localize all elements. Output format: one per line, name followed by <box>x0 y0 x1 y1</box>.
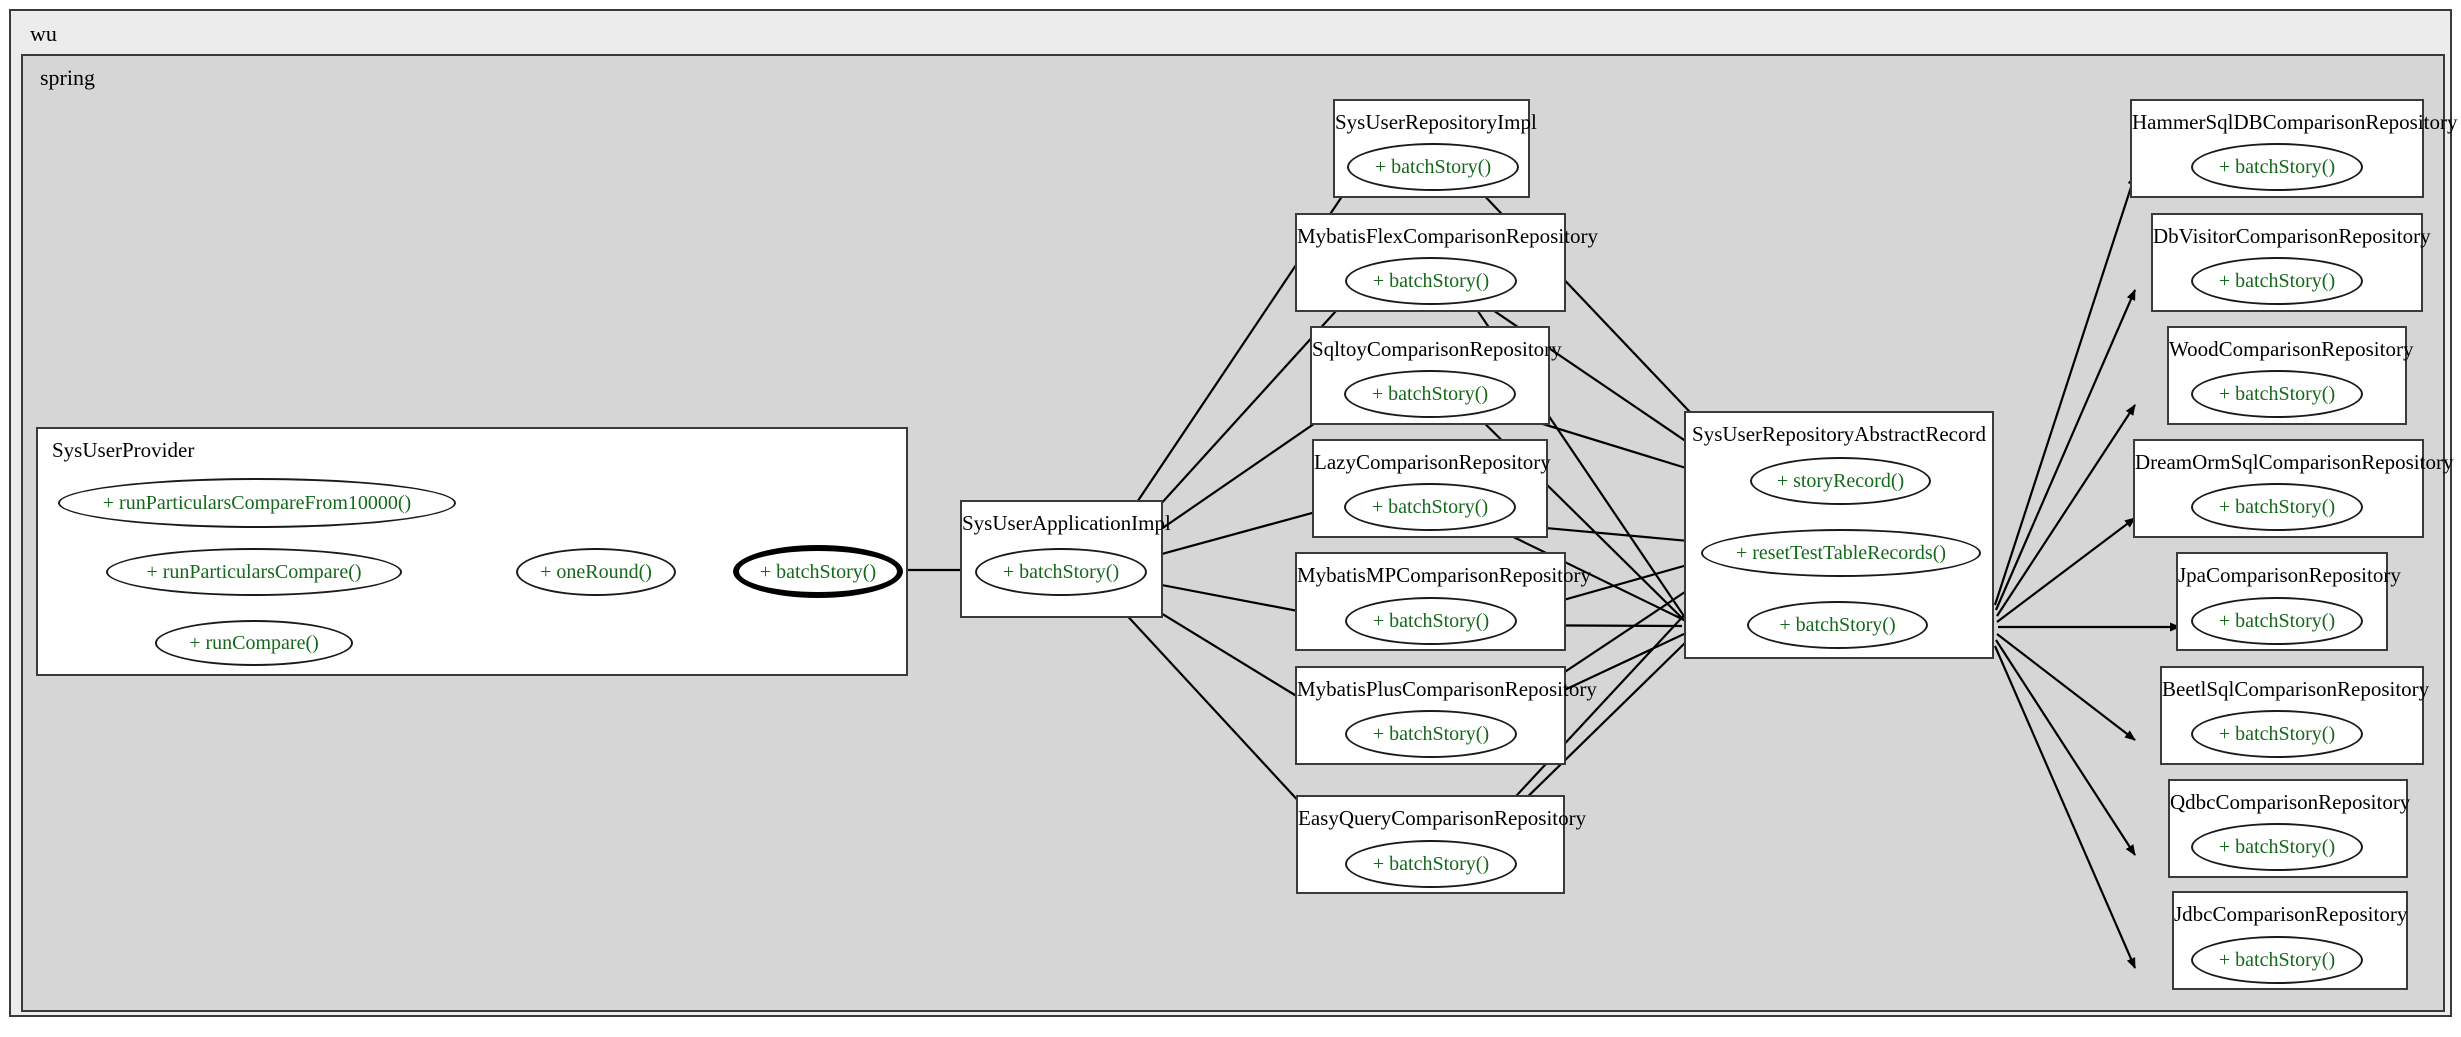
node-qdbc-comparison-repository-title: QdbcComparisonRepository <box>2170 790 2411 814</box>
method-reset-test-table-records[interactable]: + resetTestTableRecords() <box>1701 529 1981 577</box>
method-label: + batchStory() <box>1372 270 1490 292</box>
node-easy-query-comparison-repository-title: EasyQueryComparisonRepository <box>1298 806 1587 830</box>
method-label: + oneRound() <box>540 561 652 583</box>
method-run-compare[interactable]: + runCompare() <box>155 620 353 666</box>
method-label: + runParticularsCompare() <box>146 561 362 583</box>
method-batch-story-mybatis-plus[interactable]: + batchStory() <box>1345 710 1517 758</box>
node-sys-user-repository-impl-title: SysUserRepositoryImpl <box>1335 110 1537 134</box>
method-batch-story-abstract-record[interactable]: + batchStory() <box>1747 601 1928 649</box>
method-batch-story-easy-query[interactable]: + batchStory() <box>1345 840 1517 888</box>
method-batch-story-jpa[interactable]: + batchStory() <box>2191 597 2363 645</box>
node-sys-user-provider-title: SysUserProvider <box>52 438 195 462</box>
method-label: + batchStory() <box>1002 561 1120 583</box>
node-wood-comparison-repository-title: WoodComparisonRepository <box>2169 337 2414 361</box>
method-label: + storyRecord() <box>1776 470 1905 492</box>
node-mybatis-plus-comparison-repository-title: MybatisPlusComparisonRepository <box>1297 677 1597 701</box>
method-label: + batchStory() <box>2218 270 2336 292</box>
method-label: + batchStory() <box>2218 723 2336 745</box>
method-label: + batchStory() <box>2218 383 2336 405</box>
node-dream-orm-sql-comparison-repository-title: DreamOrmSqlComparisonRepository <box>2135 450 2454 474</box>
method-batch-story-mybatis-mp[interactable]: + batchStory() <box>1345 597 1517 645</box>
method-batch-story-jdbc[interactable]: + batchStory() <box>2191 936 2363 984</box>
method-story-record[interactable]: + storyRecord() <box>1750 457 1931 505</box>
method-batch-story-hammer-sqldb[interactable]: + batchStory() <box>2191 143 2363 191</box>
method-batch-story-mybatis-flex[interactable]: + batchStory() <box>1345 257 1517 305</box>
method-batch-story-lazy[interactable]: + batchStory() <box>1344 483 1516 531</box>
method-label: + batchStory() <box>1374 156 1492 178</box>
method-batch-story-provider[interactable]: + batchStory() <box>733 545 903 598</box>
node-lazy-comparison-repository-title: LazyComparisonRepository <box>1314 450 1551 474</box>
node-hammer-sqldb-comparison-repository-title: HammerSqlDBComparisonRepository <box>2132 110 2458 134</box>
method-one-round[interactable]: + oneRound() <box>516 548 676 596</box>
method-label: + batchStory() <box>1371 383 1489 405</box>
node-sys-user-repository-abstract-record-title: SysUserRepositoryAbstractRecord <box>1692 422 1986 446</box>
method-label: + batchStory() <box>759 560 877 583</box>
method-batch-story-wood[interactable]: + batchStory() <box>2191 370 2363 418</box>
method-batch-story-db-visitor[interactable]: + batchStory() <box>2191 257 2363 305</box>
method-label: + resetTestTableRecords() <box>1735 542 1947 564</box>
method-label: + batchStory() <box>1372 723 1490 745</box>
method-batch-story-beetl-sql[interactable]: + batchStory() <box>2191 710 2363 758</box>
method-label: + runCompare() <box>189 632 319 654</box>
method-label: + batchStory() <box>1779 614 1896 636</box>
method-batch-story-dream-orm-sql[interactable]: + batchStory() <box>2191 483 2363 531</box>
method-label: + runParticularsCompareFrom10000() <box>102 492 412 514</box>
node-mybatis-mp-comparison-repository-title: MybatisMPComparisonRepository <box>1297 563 1592 587</box>
method-label: + batchStory() <box>1371 496 1489 518</box>
method-label: + batchStory() <box>1372 853 1490 875</box>
method-batch-story-qdbc[interactable]: + batchStory() <box>2191 823 2363 871</box>
node-sys-user-application-impl-title: SysUserApplicationImpl <box>962 511 1171 535</box>
node-sqltoy-comparison-repository-title: SqltoyComparisonRepository <box>1312 337 1562 361</box>
node-mybatis-flex-comparison-repository-title: MybatisFlexComparisonRepository <box>1297 224 1598 248</box>
node-db-visitor-comparison-repository-title: DbVisitorComparisonRepository <box>2153 224 2431 248</box>
method-label: + batchStory() <box>2218 610 2336 632</box>
node-jdbc-comparison-repository-title: JdbcComparisonRepository <box>2174 902 2408 926</box>
method-label: + batchStory() <box>1372 610 1490 632</box>
method-batch-story-application-impl[interactable]: + batchStory() <box>975 548 1147 596</box>
method-batch-story-sqltoy[interactable]: + batchStory() <box>1344 370 1516 418</box>
node-beetl-sql-comparison-repository-title: BeetlSqlComparisonRepository <box>2162 677 2430 701</box>
node-jpa-comparison-repository-title: JpaComparisonRepository <box>2178 563 2401 587</box>
cluster-wu-label: wu <box>30 21 57 46</box>
cluster-spring-label: spring <box>40 65 95 90</box>
method-run-particulars-compare[interactable]: + runParticularsCompare() <box>106 548 402 596</box>
method-label: + batchStory() <box>2218 496 2336 518</box>
method-label: + batchStory() <box>2218 949 2336 971</box>
method-label: + batchStory() <box>2218 156 2336 178</box>
method-batch-story-sys-user-repository-impl[interactable]: + batchStory() <box>1347 143 1519 191</box>
method-run-particulars-compare-from-10000[interactable]: + runParticularsCompareFrom10000() <box>58 478 456 528</box>
method-label: + batchStory() <box>2218 836 2336 858</box>
